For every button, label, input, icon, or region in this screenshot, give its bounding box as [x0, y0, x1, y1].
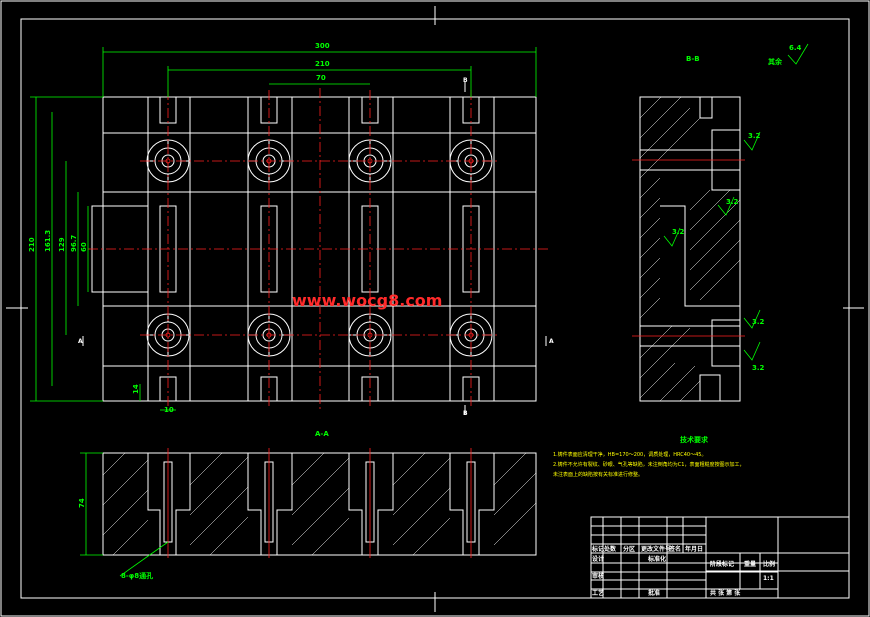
dim-h5: 60	[80, 242, 88, 252]
dim-h4: 96.7	[70, 235, 78, 252]
tb-header-count: 处数	[603, 545, 617, 553]
bottom-dimension-lines	[80, 452, 169, 577]
side-center-lines	[632, 159, 745, 337]
tb-header-date: 年月日	[685, 545, 703, 553]
remainder-label: 其余	[768, 57, 783, 66]
tb-sheets: 共 张 第 张	[710, 589, 741, 597]
tb-process: 工艺	[592, 589, 604, 597]
tb-scale: 比例	[763, 560, 775, 568]
dim-inner-width: 210	[315, 60, 330, 68]
title-block	[590, 516, 850, 599]
side-section-view	[632, 96, 745, 402]
centering-marks	[6, 6, 864, 612]
tech-req-line-2: 2.铸件不允许有裂纹、砂眼、气孔等缺陷，未注倒角均为C1，表面粗糙度按图示加工，	[553, 461, 744, 468]
plan-view	[30, 47, 548, 415]
side-hatching	[639, 96, 741, 402]
dim-h2: 161.3	[44, 230, 52, 252]
top-slots	[159, 96, 480, 124]
tb-header-zone: 分区	[623, 545, 635, 553]
side-profile	[640, 97, 740, 401]
roughness-value-side-5: 3.2	[752, 364, 765, 372]
dim-thickness: 74	[78, 498, 86, 508]
tb-stage-mark: 阶段标记	[710, 560, 734, 568]
tb-header-mark: 标记	[591, 545, 604, 553]
tb-header-sign: 签名	[668, 545, 681, 553]
view-label-bb: B-B	[686, 55, 700, 63]
section-mark-a-right: A	[549, 338, 554, 345]
note-holes: 8-φ8通孔	[121, 571, 153, 580]
section-marks	[82, 82, 547, 415]
roughness-value-side-3: 3.2	[672, 228, 685, 236]
view-label-aa: A-A	[315, 430, 329, 438]
watermark: www.wocg8.com	[292, 291, 442, 310]
tb-approve: 批准	[648, 589, 660, 597]
bottom-section-view	[80, 448, 537, 577]
bottom-bores	[147, 453, 495, 555]
dim-overall-height: 210	[28, 237, 36, 252]
roughness-value-side-1: 3.2	[748, 132, 761, 140]
tb-scale-value: 1:1	[763, 575, 774, 582]
dim-pitch: 70	[316, 74, 326, 82]
bottom-hatching	[102, 452, 537, 556]
section-mark-b-top: B	[463, 77, 468, 84]
roughness-value-side-2: 3.2	[726, 198, 739, 206]
bottom-center-lines	[167, 448, 472, 558]
tech-req-line-1: 1.铸件表面应清理干净，HB=170～200，调质处理，HRC40～45。	[553, 451, 706, 458]
dim-slot-width: 10	[164, 406, 174, 414]
section-mark-b-bottom: B	[463, 410, 468, 417]
section-mark-a-left: A	[78, 338, 83, 345]
tb-design: 设计	[592, 555, 604, 563]
plan-center-lines	[88, 88, 548, 410]
tb-review: 审核	[592, 572, 604, 580]
tech-req-title: 技术要求	[680, 435, 709, 444]
bottom-slots	[159, 376, 480, 402]
roughness-value-side-4: 3.2	[752, 318, 765, 326]
tb-standard: 标准化	[647, 555, 666, 563]
dim-slot-height: 14	[132, 384, 140, 394]
tech-req-line-3: 未注表面上的缺陷按有关标准进行修整。	[553, 471, 643, 478]
roughness-value: 6.4	[789, 44, 802, 52]
dim-overall-width: 300	[315, 42, 330, 50]
tb-header-doc: 更改文件号	[641, 545, 671, 553]
tb-weight: 重量	[744, 560, 756, 568]
roughness-symbols	[663, 43, 809, 361]
dim-h3: 129	[58, 237, 66, 252]
plan-dimension-lines	[30, 47, 537, 411]
